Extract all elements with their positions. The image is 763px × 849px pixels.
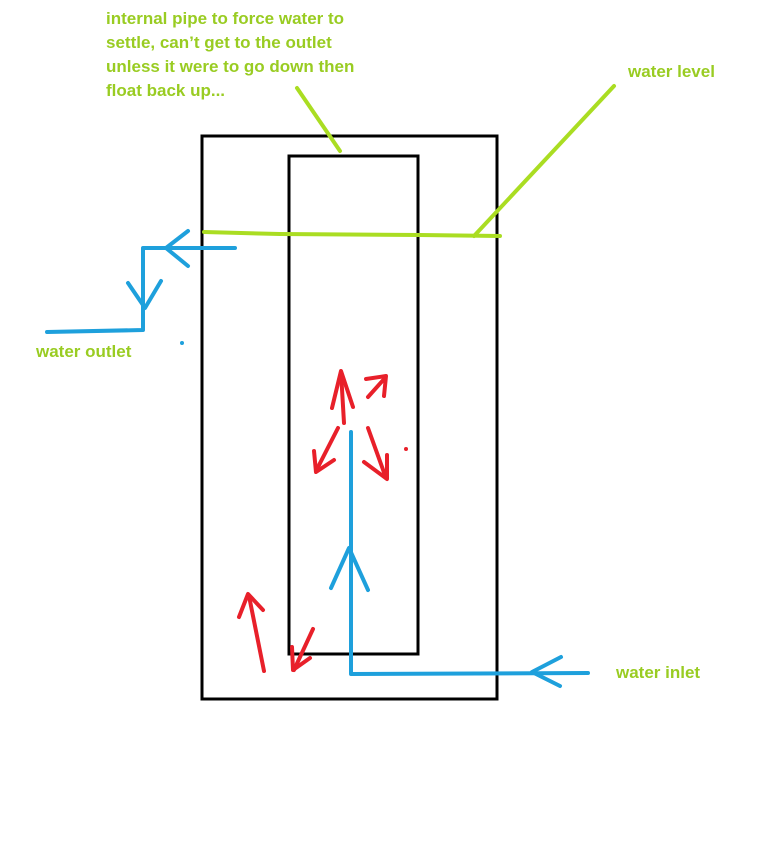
outlet-arrowhead-down: [126, 279, 163, 310]
inlet-arrowhead-up: [329, 546, 370, 592]
water-outlet-label: water outlet: [36, 342, 132, 361]
water-outlet-path: [45, 246, 237, 334]
flow-arrow-up-left: [330, 369, 355, 425]
blue-dot: [180, 341, 184, 345]
outer-tank: [200, 134, 499, 701]
inlet-arrowhead-left: [530, 655, 563, 688]
water-level-pointer: [472, 84, 616, 238]
outlet-arrowhead-left: [164, 229, 190, 268]
water-inlet-label: water inlet: [616, 663, 701, 682]
water-level-label: water level: [628, 62, 715, 81]
flow-arrow-down-right: [362, 426, 389, 481]
internal-pipe: [287, 154, 420, 656]
internal-pipe-pointer: [295, 86, 342, 153]
flow-arrow-outer-up: [237, 592, 266, 673]
internal-pipe-label: internal pipe to force water to settle, …: [106, 9, 355, 100]
red-dot: [404, 447, 408, 451]
flow-arrow-down-left: [312, 426, 340, 474]
flow-arrow-bottom-down: [290, 627, 315, 672]
flow-arrow-up-right: [364, 374, 388, 399]
water-inlet-path: [349, 430, 590, 676]
water-level-line: [202, 230, 502, 238]
